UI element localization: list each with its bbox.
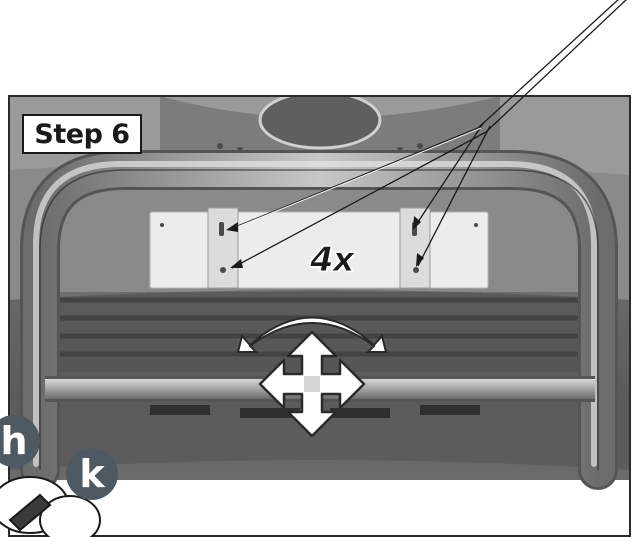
rotate-arrows-icon: [236, 316, 388, 353]
step-label: Step 6: [22, 114, 142, 154]
tool-badge-h: h: [0, 415, 40, 467]
tool-badge-k: k: [66, 448, 118, 500]
pointer-lines-icon: [227, 0, 627, 269]
quantity-label: 4x: [310, 240, 356, 281]
